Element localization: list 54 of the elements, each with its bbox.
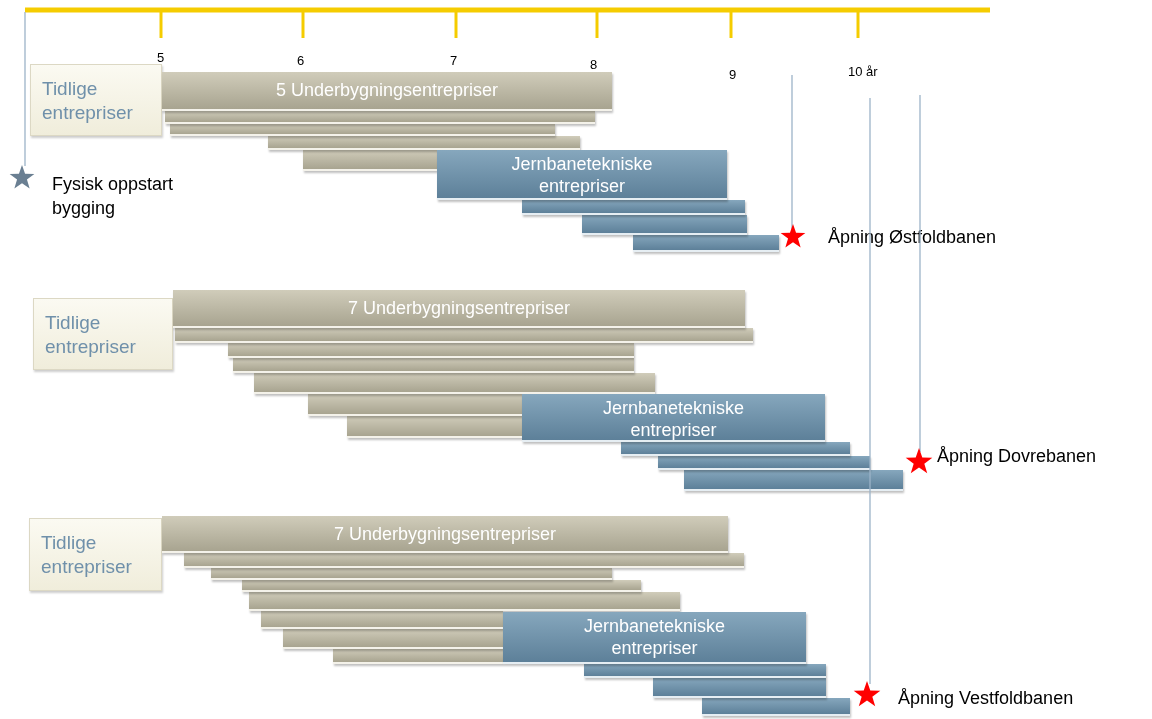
- task-bar: [165, 111, 595, 124]
- task-bar: [584, 664, 826, 678]
- task-bar: [658, 456, 870, 470]
- bar-label: 7 Underbygningsentrepriser: [346, 297, 572, 319]
- phase-box: [29, 518, 162, 591]
- tick-label: 5: [157, 49, 165, 67]
- task-bar: [162, 516, 728, 553]
- task-bar: [233, 358, 634, 373]
- milestone-label: Fysisk oppstart bygging: [52, 173, 175, 220]
- task-bar: [211, 568, 612, 580]
- milestone-label: Åpning Østfoldbanen: [828, 226, 997, 249]
- task-bar: [582, 215, 747, 235]
- milestone-label: Åpning Vestfoldbanen: [898, 687, 1074, 710]
- phase-box: [33, 298, 173, 370]
- milestone-label: Åpning Dovrebanen: [937, 445, 1097, 468]
- task-bar: [621, 442, 850, 456]
- task-bar: [268, 136, 580, 150]
- bar-label: Jernbanetekniske entrepriser: [582, 615, 727, 659]
- task-bar: [308, 394, 522, 416]
- task-bar: [283, 629, 503, 649]
- task-bar: [503, 612, 806, 664]
- task-bar: [702, 698, 850, 716]
- task-bar: [175, 328, 753, 343]
- bar-label: 5 Underbygningsentrepriser: [274, 79, 500, 101]
- task-bar: [347, 416, 522, 438]
- tick-label: 10 år: [848, 63, 878, 81]
- phase-label: Tidlige entrepriser: [41, 531, 133, 579]
- phase-box: [30, 64, 162, 136]
- tick-label: 6: [297, 52, 305, 70]
- task-bar: [261, 611, 503, 629]
- task-bar: [173, 290, 745, 328]
- bar-label: 7 Underbygningsentrepriser: [332, 523, 558, 545]
- task-bar: [437, 150, 727, 200]
- bar-label: Jernbanetekniske entrepriser: [510, 153, 654, 197]
- task-bar: [249, 592, 680, 611]
- task-bar: [303, 150, 437, 171]
- task-bar: [684, 470, 903, 491]
- tick-label: 9: [729, 66, 737, 84]
- task-bar: [228, 343, 634, 358]
- task-bar: [254, 373, 655, 394]
- task-bar: [170, 124, 555, 136]
- task-bar: [633, 235, 779, 252]
- phase-label: Tidlige entrepriser: [45, 311, 137, 359]
- phase-label: Tidlige entrepriser: [42, 77, 134, 125]
- task-bar: [162, 72, 612, 111]
- task-bar: [333, 649, 503, 664]
- task-bar: [522, 200, 745, 215]
- task-bar: [184, 553, 744, 568]
- tick-label: 7: [450, 52, 458, 70]
- task-bar: [522, 394, 825, 442]
- tick-label: 8: [590, 56, 598, 74]
- task-bar: [242, 580, 641, 592]
- task-bar: [653, 678, 826, 698]
- bar-label: Jernbanetekniske entrepriser: [601, 397, 746, 441]
